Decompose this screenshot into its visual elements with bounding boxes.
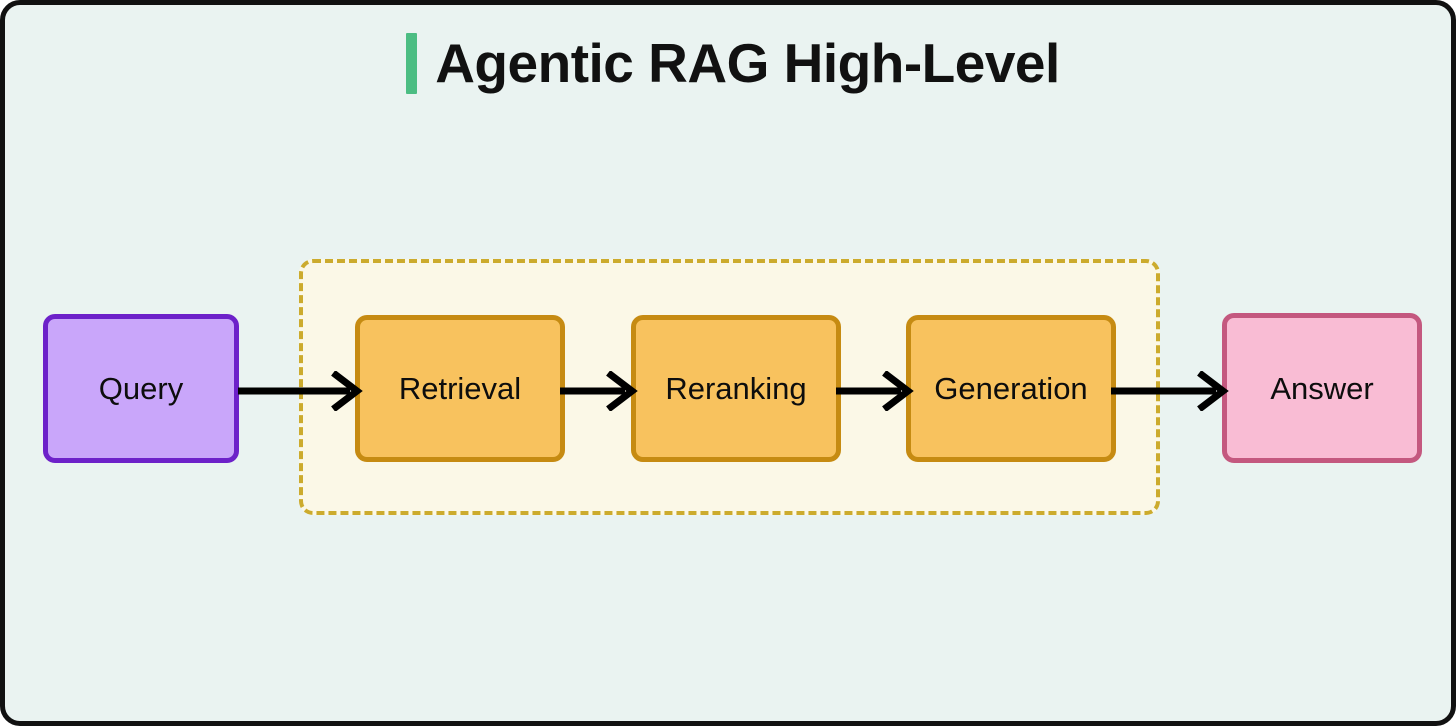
page-title-text: Agentic RAG High-Level bbox=[435, 32, 1060, 94]
page-title: Agentic RAG High-Level bbox=[5, 32, 1451, 94]
node-reranking[interactable]: Reranking bbox=[631, 315, 841, 462]
node-answer[interactable]: Answer bbox=[1222, 313, 1422, 463]
node-generation-label: Generation bbox=[934, 371, 1088, 406]
node-reranking-label: Reranking bbox=[665, 371, 807, 406]
node-answer-label: Answer bbox=[1270, 370, 1374, 406]
node-generation[interactable]: Generation bbox=[906, 315, 1116, 462]
node-query[interactable]: Query bbox=[43, 314, 239, 463]
node-retrieval[interactable]: Retrieval bbox=[355, 315, 565, 462]
node-query-label: Query bbox=[98, 371, 184, 406]
title-accent-bar bbox=[406, 33, 418, 94]
node-retrieval-label: Retrieval bbox=[398, 371, 522, 406]
